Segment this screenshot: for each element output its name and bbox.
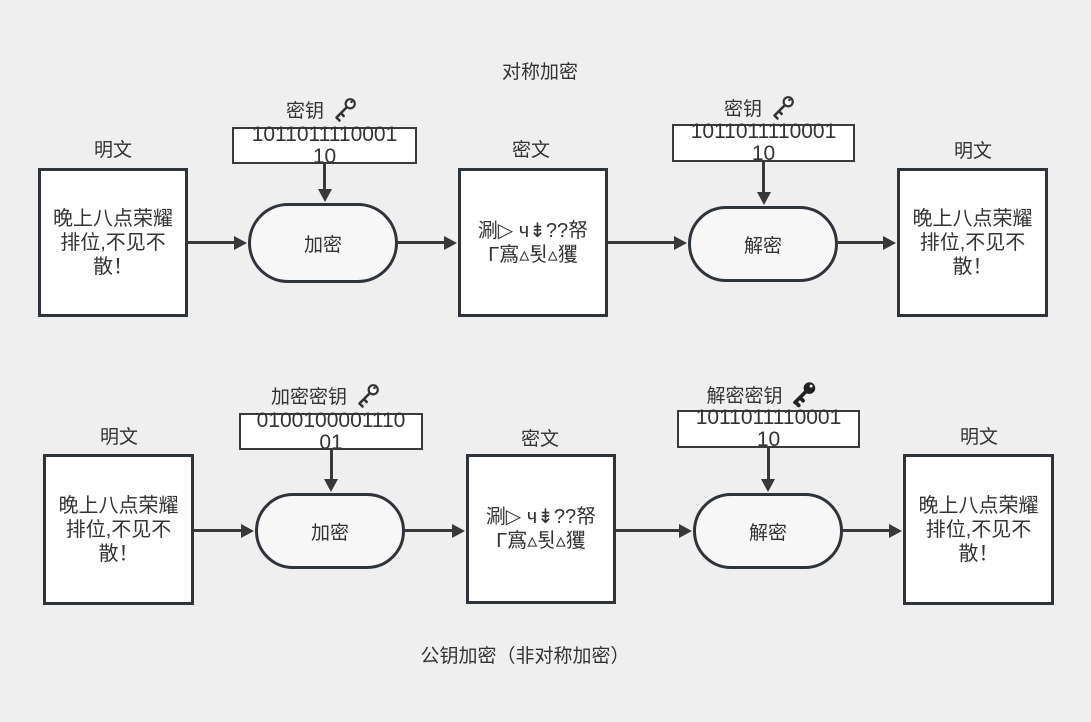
key-value-box-symmetric-right: 1011011110001 10 (672, 120, 855, 165)
plaintext-content: 晚上八点荣耀 排位,不见不 散！ (53, 207, 173, 279)
plaintext-content: 晚上八点荣耀 排位,不见不 散！ (919, 494, 1039, 566)
key-bits-line: 10 (751, 142, 776, 165)
ciphertext-label-top: 密文 (511, 140, 551, 161)
key-label-private: 解密密钥 (706, 380, 817, 408)
plaintext-label-top-left: 明文 (93, 140, 133, 161)
decrypt-node-top: 解密 (688, 206, 838, 282)
plaintext-line: 晚上八点荣耀 (918, 494, 1039, 517)
key-label-symmetric-right: 密钥 (724, 94, 796, 121)
flow-arrow-right (608, 235, 687, 250)
key-value-box-private: 1011011110001 10 (677, 406, 860, 451)
encrypt-node-bottom: 加密 (255, 493, 405, 569)
plaintext-line: 晚上八点荣耀 (912, 207, 1033, 230)
plaintext-box-top-left: 晚上八点荣耀 排位,不见不 散！ (38, 168, 188, 317)
decrypt-node-bottom: 解密 (693, 493, 843, 569)
ciphertext-line: Γ寪▵툇▵玃 (488, 243, 578, 266)
flow-arrow-right (616, 523, 692, 538)
flow-arrow-down (324, 450, 338, 492)
flow-arrow-right (188, 235, 247, 250)
key-bits-line: 0100100001110 (256, 408, 406, 432)
key-label-text: 解密密钥 (706, 385, 783, 407)
encrypt-node-label: 加密 (310, 522, 349, 544)
ciphertext-content: 涮▷ ч⇟??帑 Γ寪▵툇▵玃 (478, 219, 588, 267)
key-bits-line: 1011011110001 (690, 120, 837, 143)
key-label-symmetric-left: 密钥 (286, 96, 358, 123)
plaintext-line: 排位,不见不 (919, 231, 1026, 254)
encrypt-node-label: 加密 (303, 234, 342, 256)
plaintext-content: 晚上八点荣耀 排位,不见不 散！ (913, 207, 1033, 279)
plaintext-line: 排位,不见不 (925, 518, 1032, 541)
key-bits-line: 1011011110001 (251, 122, 398, 146)
plaintext-box-bottom-left: 晚上八点荣耀 排位,不见不 散！ (43, 454, 194, 605)
plaintext-line: 散！ (98, 542, 139, 565)
encrypt-node-top: 加密 (248, 203, 398, 283)
ciphertext-line: 涮▷ ч⇟??帑 (477, 219, 589, 242)
flow-arrow-down (317, 164, 332, 202)
decrypt-node-label: 解密 (748, 522, 787, 544)
plaintext-box-bottom-right: 晚上八点荣耀 排位,不见不 散！ (903, 454, 1054, 605)
asymmetric-title: 公钥加密（非对称加密） (420, 646, 630, 667)
plaintext-content: 晚上八点荣耀 排位,不见不 散！ (59, 494, 179, 566)
flow-arrow-down (756, 162, 771, 205)
key-bits-line: 1011011110001 (695, 406, 842, 429)
key-label-text: 加密密钥 (270, 387, 348, 408)
decrypt-node-label: 解密 (743, 235, 782, 257)
key-outline-icon (358, 384, 379, 408)
plaintext-line: 散！ (952, 255, 993, 278)
key-value-box-public: 0100100001110 01 (239, 408, 423, 453)
plaintext-line: 排位,不见不 (60, 231, 166, 254)
key-label-text: 密钥 (723, 99, 763, 120)
plaintext-label-bottom-left: 明文 (99, 427, 139, 448)
ciphertext-line: Γ寪▵툇▵玃 (496, 530, 586, 552)
flow-arrow-right (838, 235, 896, 250)
key-outline-icon (335, 98, 356, 122)
ciphertext-label-bottom: 密文 (520, 429, 560, 450)
symmetric-title: 对称加密 (501, 62, 579, 83)
key-value-box-symmetric-left: 1011011110001 10 (232, 122, 417, 167)
plaintext-line: 散！ (93, 255, 133, 278)
ciphertext-line: 涮▷ ч⇟??帑 (485, 506, 597, 528)
plaintext-label-top-right: 明文 (953, 141, 993, 162)
flow-arrow-right (843, 523, 902, 538)
plaintext-box-top-right: 晚上八点荣耀 排位,不见不 散！ (897, 168, 1048, 317)
flow-arrow-right (194, 523, 254, 538)
key-label-text: 密钥 (285, 101, 325, 122)
key-label-public: 加密密钥 (271, 382, 381, 409)
plaintext-line: 晚上八点荣耀 (58, 494, 179, 517)
key-solid-icon (793, 382, 816, 408)
ciphertext-box-top: 涮▷ ч⇟??帑 Γ寪▵툇▵玃 (458, 168, 608, 317)
plaintext-label-bottom-right: 明文 (959, 427, 999, 448)
plaintext-line: 晚上八点荣耀 (53, 207, 173, 230)
plaintext-line: 散！ (958, 542, 999, 565)
flow-arrow-right (398, 235, 457, 250)
plaintext-line: 排位,不见不 (65, 518, 172, 541)
key-bits-line: 10 (312, 144, 337, 168)
ciphertext-box-bottom: 涮▷ ч⇟??帑 Γ寪▵툇▵玃 (466, 454, 616, 604)
flow-arrow-right (405, 523, 465, 538)
key-outline-icon (773, 96, 794, 120)
key-bits-line: 01 (319, 430, 343, 454)
ciphertext-content: 涮▷ ч⇟??帑 Γ寪▵툇▵玃 (486, 505, 596, 553)
flow-arrow-down (761, 448, 775, 492)
key-bits-line: 10 (756, 428, 781, 451)
